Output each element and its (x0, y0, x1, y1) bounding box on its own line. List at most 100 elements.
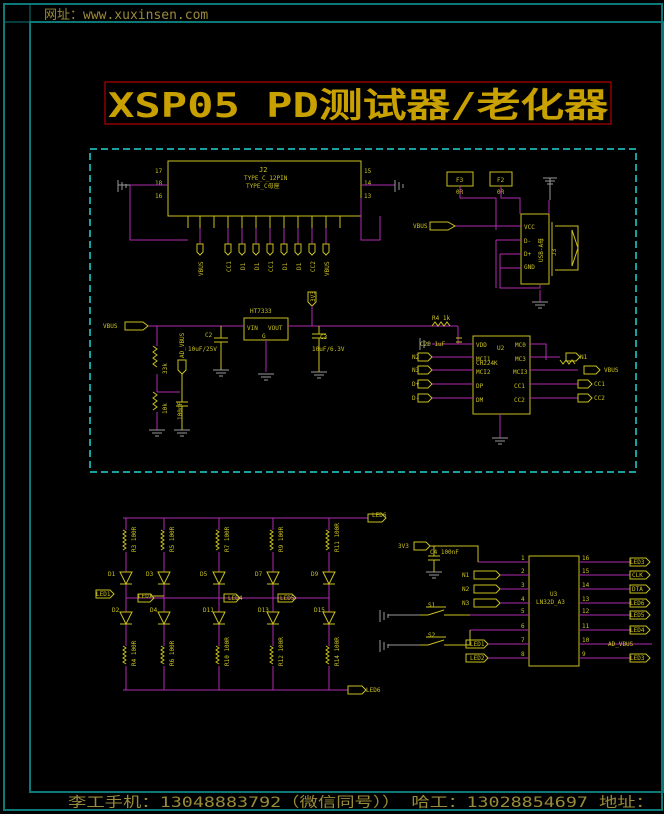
led-array: LED6 LED6 R3 100R D1 D2 R4 100R R5 100R … (95, 512, 387, 695)
usb-a-connector: VCC D- D+ GND J3 USB-A母 VBUS (413, 177, 579, 309)
svg-text:R6 100R: R6 100R (169, 640, 176, 666)
svg-text:VDD: VDD (476, 342, 487, 349)
svg-text:R14 100R: R14 100R (334, 637, 341, 666)
svg-text:5: 5 (521, 608, 525, 615)
svg-text:N2: N2 (462, 586, 470, 593)
pd-chip: U2 CH224K VDD MCI1 MCI2 DP DM MC0 MC3 MC… (412, 315, 619, 445)
svg-text:CC2: CC2 (594, 395, 605, 402)
svg-text:4: 4 (521, 596, 525, 603)
svg-text:MCI1: MCI1 (476, 356, 491, 363)
svg-text:MCI3: MCI3 (513, 369, 528, 376)
pd-cap: C20 1uF (420, 341, 446, 348)
fuse-f2: F2 0R (489, 171, 521, 214)
svg-text:D13: D13 (258, 607, 269, 614)
svg-text:LED1: LED1 (470, 641, 485, 648)
typec-pin-17: 17 (155, 168, 163, 175)
typec-net-d1-2: D1 (254, 262, 261, 270)
mcu-cap: C4 100nF (430, 549, 459, 556)
svg-text:F2: F2 (497, 177, 505, 184)
typec-net-vbus-2: VBUS (324, 261, 331, 276)
svg-text:CC2: CC2 (514, 397, 525, 404)
svg-text:CLK: CLK (632, 572, 643, 579)
svg-text:13: 13 (582, 596, 590, 603)
mcu-chip: U3 LN32D_A3 1 2 3 4 5 6 7 8 16 15 14 13 … (379, 541, 652, 667)
svg-text:DTA: DTA (632, 586, 643, 593)
svg-text:2: 2 (521, 568, 525, 575)
border-corner (3, 3, 31, 23)
svg-text:14: 14 (582, 582, 590, 589)
title-text: XSP05 PD测试器/老化器 (108, 86, 609, 126)
typec-name: TYPE_C_12PIN (244, 175, 288, 182)
typec-pin-13: 13 (364, 193, 372, 200)
typec-net-vbus-1: VBUS (198, 261, 205, 276)
cap-c2: C2 (205, 332, 213, 339)
svg-text:DM: DM (476, 397, 484, 404)
resistor-r2: 10k (162, 403, 169, 414)
typec-subname: TYPE_C母座 (246, 182, 280, 190)
cap-c3-value: 10uF/6.3V (312, 346, 345, 353)
led-column-4: R9 100R D7 D13 R12 100R (255, 518, 285, 690)
svg-text:16: 16 (582, 555, 590, 562)
typec-bottom-pins (187, 216, 341, 244)
svg-text:11: 11 (582, 623, 590, 630)
typec-connector: J2 TYPE_C_12PIN TYPE_C母座 17 18 16 15 14 … (117, 160, 404, 276)
svg-text:D11: D11 (203, 607, 214, 614)
svg-text:MCI2: MCI2 (476, 369, 491, 376)
typec-net-d1-4: D1 (296, 262, 303, 270)
svg-text:12: 12 (582, 608, 590, 615)
svg-text:AD_VBUS: AD_VBUS (608, 641, 634, 648)
adc-net: AD_VBUS (179, 332, 186, 358)
typec-net-flags: VBUS CC1 D1 D1 CC1 D1 D1 CC2 VBUS (196, 243, 331, 276)
svg-text:VOUT: VOUT (268, 325, 283, 332)
svg-text:LED5: LED5 (630, 612, 645, 619)
pd-chip-ref: U2 (497, 345, 505, 352)
svg-text:LED4: LED4 (630, 627, 645, 634)
svg-text:CC1: CC1 (594, 381, 605, 388)
svg-text:N3: N3 (462, 600, 470, 607)
svg-text:S2: S2 (428, 632, 436, 639)
svg-text:7: 7 (521, 637, 525, 644)
ldo-name: HT7333 (250, 308, 272, 315)
svg-text:LED1: LED1 (96, 591, 111, 598)
led-column-3: R7 100R D5 D11 R10 100R (200, 518, 231, 690)
pd-chip-name: CH224K (476, 360, 498, 367)
ldo-output-net: 3V3 (310, 291, 317, 302)
svg-text:LED6: LED6 (630, 600, 645, 607)
svg-text:LED2: LED2 (138, 593, 153, 600)
typec-net-cc1-1: CC1 (226, 261, 233, 272)
mcu-name: LN32D_A3 (536, 599, 565, 606)
led-bottom-net: LED6 (366, 687, 381, 694)
resistor-r1: 33k (162, 363, 169, 374)
mcu-ref: U3 (550, 591, 558, 598)
svg-text:F3: F3 (456, 177, 464, 184)
svg-text:D2: D2 (112, 607, 120, 614)
svg-text:R11 100R: R11 100R (334, 523, 341, 552)
svg-text:DP: DP (476, 383, 484, 390)
typec-pin-18: 18 (155, 180, 163, 187)
svg-text:LED3: LED3 (630, 559, 645, 566)
svg-text:D3: D3 (146, 571, 154, 578)
svg-text:3: 3 (521, 582, 525, 589)
svg-text:R4 100R: R4 100R (131, 640, 138, 666)
svg-text:LED5: LED5 (280, 595, 295, 602)
svg-text:3V3: 3V3 (398, 543, 409, 550)
svg-text:MC3: MC3 (515, 356, 526, 363)
svg-text:15: 15 (582, 568, 590, 575)
svg-text:6: 6 (521, 623, 525, 630)
typec-net-cc2: CC2 (310, 261, 317, 272)
usb-a-name: USB-A母 (538, 238, 545, 262)
svg-text:VCC: VCC (524, 224, 535, 231)
svg-text:LED4: LED4 (228, 595, 243, 602)
typec-net-d1-1: D1 (240, 262, 247, 270)
typec-net-d1-3: D1 (282, 262, 289, 270)
typec-pin-15: 15 (364, 168, 372, 175)
svg-text:N2: N2 (412, 354, 420, 361)
typec-pin-16: 16 (155, 193, 163, 200)
svg-text:8: 8 (521, 651, 525, 658)
usb-a-vbus-net: VBUS (413, 223, 428, 230)
svg-text:VBUS: VBUS (604, 367, 619, 374)
svg-text:D9: D9 (311, 571, 319, 578)
svg-text:10: 10 (582, 637, 590, 644)
svg-text:D7: D7 (255, 571, 263, 578)
